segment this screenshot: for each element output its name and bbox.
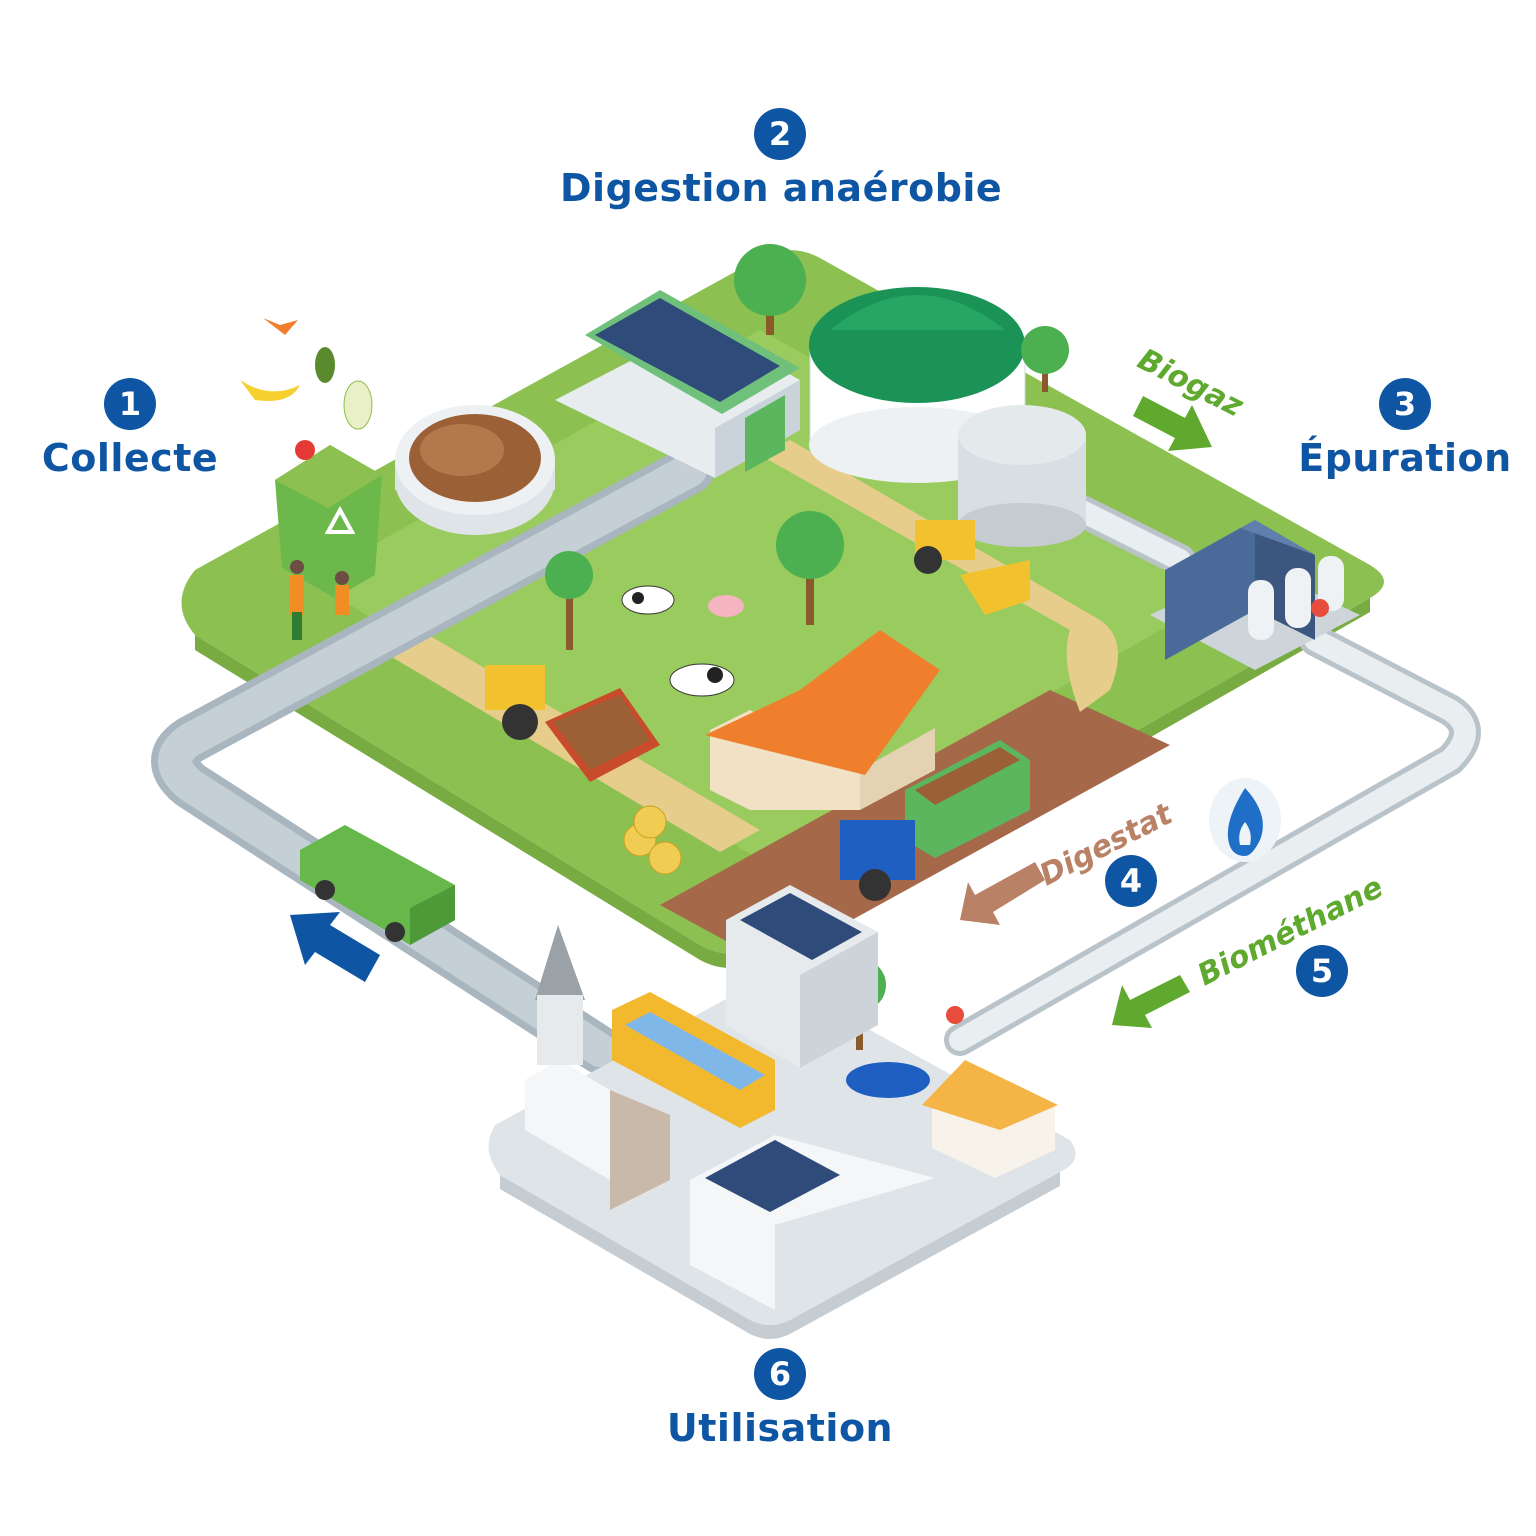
direction-arrow-icon <box>290 396 1212 1028</box>
step-number-badge: 2 <box>754 108 806 160</box>
yellow-bus <box>612 992 775 1128</box>
gas-flame-icon <box>1209 778 1281 862</box>
step-utilisation: 6 Utilisation <box>620 1348 940 1450</box>
step-biomethane: 5 <box>1296 945 1348 997</box>
hay-bales <box>623 805 682 875</box>
green-recycling-bin <box>275 445 382 598</box>
compost-pit <box>395 405 555 535</box>
step-label: Digestion anaérobie <box>560 166 1003 210</box>
farm-house <box>705 630 940 810</box>
yellow-house <box>922 1060 1058 1178</box>
step-epuration: 3 Épuration <box>1290 378 1520 480</box>
gas-storage-tank <box>958 405 1086 547</box>
office-building <box>690 1135 935 1310</box>
yellow-tractor-trailer <box>485 665 660 782</box>
step-number-badge: 6 <box>754 1348 806 1400</box>
step-number-badge: 4 <box>1105 855 1157 907</box>
apartment-building <box>726 885 878 1068</box>
blue-car <box>846 1062 930 1098</box>
church <box>525 925 670 1210</box>
step-label: Épuration <box>1298 436 1512 480</box>
farm-animals <box>621 585 744 697</box>
road-loop <box>151 446 714 1074</box>
step-number-badge: 3 <box>1379 378 1431 430</box>
pipe-valves <box>946 599 1329 1024</box>
step-number-badge: 1 <box>104 378 156 430</box>
solar-barn <box>555 290 800 478</box>
step-collecte: 1 Collecte <box>30 378 230 480</box>
organic-waste <box>240 318 373 460</box>
step-label: Utilisation <box>666 1406 894 1450</box>
recycle-icon <box>324 505 356 534</box>
step-number-badge: 5 <box>1296 945 1348 997</box>
biomethane-pipe <box>944 489 1481 1056</box>
loader <box>914 520 1030 615</box>
step-digestion: 2 Digestion anaérobie <box>560 108 1003 210</box>
blue-tractor-trailer <box>840 740 1030 901</box>
step-digestat: 4 <box>1105 855 1157 907</box>
step-label: Collecte <box>41 436 219 480</box>
purification-unit <box>1150 520 1360 670</box>
garbage-truck <box>300 825 455 945</box>
workers <box>290 560 349 640</box>
